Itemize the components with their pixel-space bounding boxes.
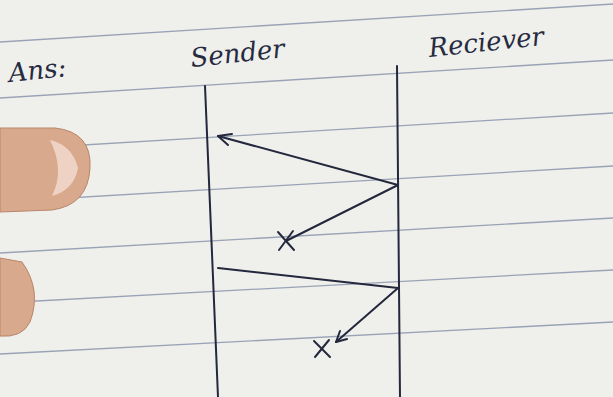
fingernail <box>50 140 78 196</box>
lost-ack-line <box>336 288 398 342</box>
ruled-lines <box>0 4 613 354</box>
cross-mark <box>314 340 330 357</box>
finger <box>0 258 35 336</box>
column-heading: Sender <box>189 35 286 71</box>
ack-line <box>218 136 398 185</box>
timing-diagram <box>205 66 400 397</box>
receiver-timeline <box>397 66 400 397</box>
arrow-head <box>336 331 347 342</box>
column-heading: Reciever <box>427 23 545 61</box>
arrow-head <box>218 134 232 145</box>
sender-timeline <box>205 86 218 397</box>
answer-label: Ans: <box>7 54 67 86</box>
finger-photo <box>0 128 90 336</box>
cross-mark <box>278 231 294 250</box>
lost-frame-line <box>286 185 398 241</box>
finger <box>0 128 90 212</box>
frame-line <box>218 268 398 288</box>
